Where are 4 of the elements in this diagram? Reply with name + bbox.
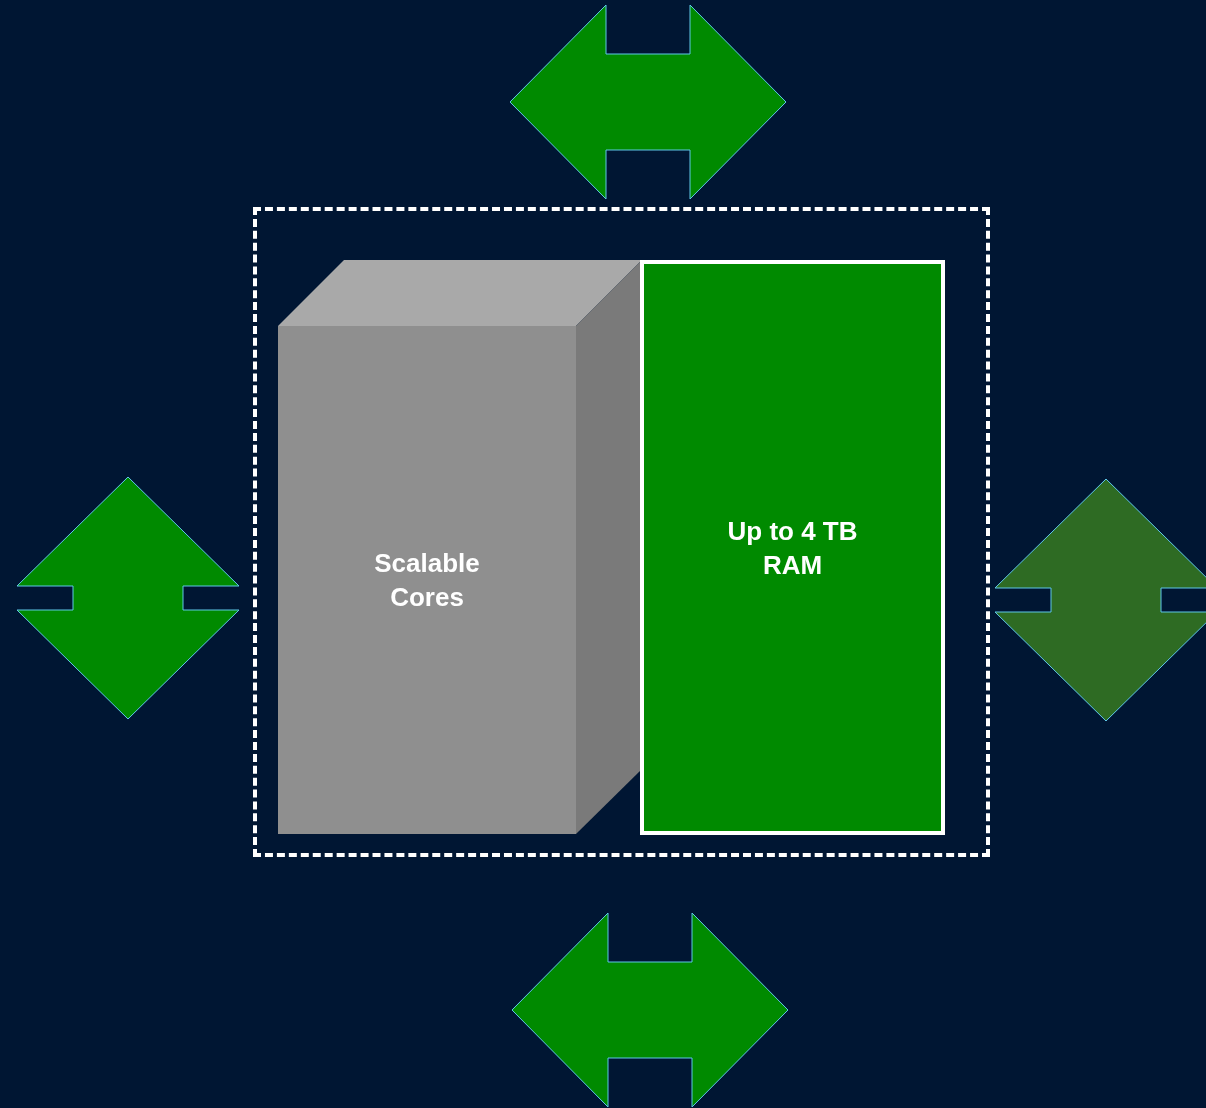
memory-block — [640, 260, 945, 835]
dashed-frame — [253, 207, 990, 857]
node-label: Up to 4 TB RAM — [726, 514, 859, 582]
node-label: Scalable Cores — [373, 547, 481, 614]
